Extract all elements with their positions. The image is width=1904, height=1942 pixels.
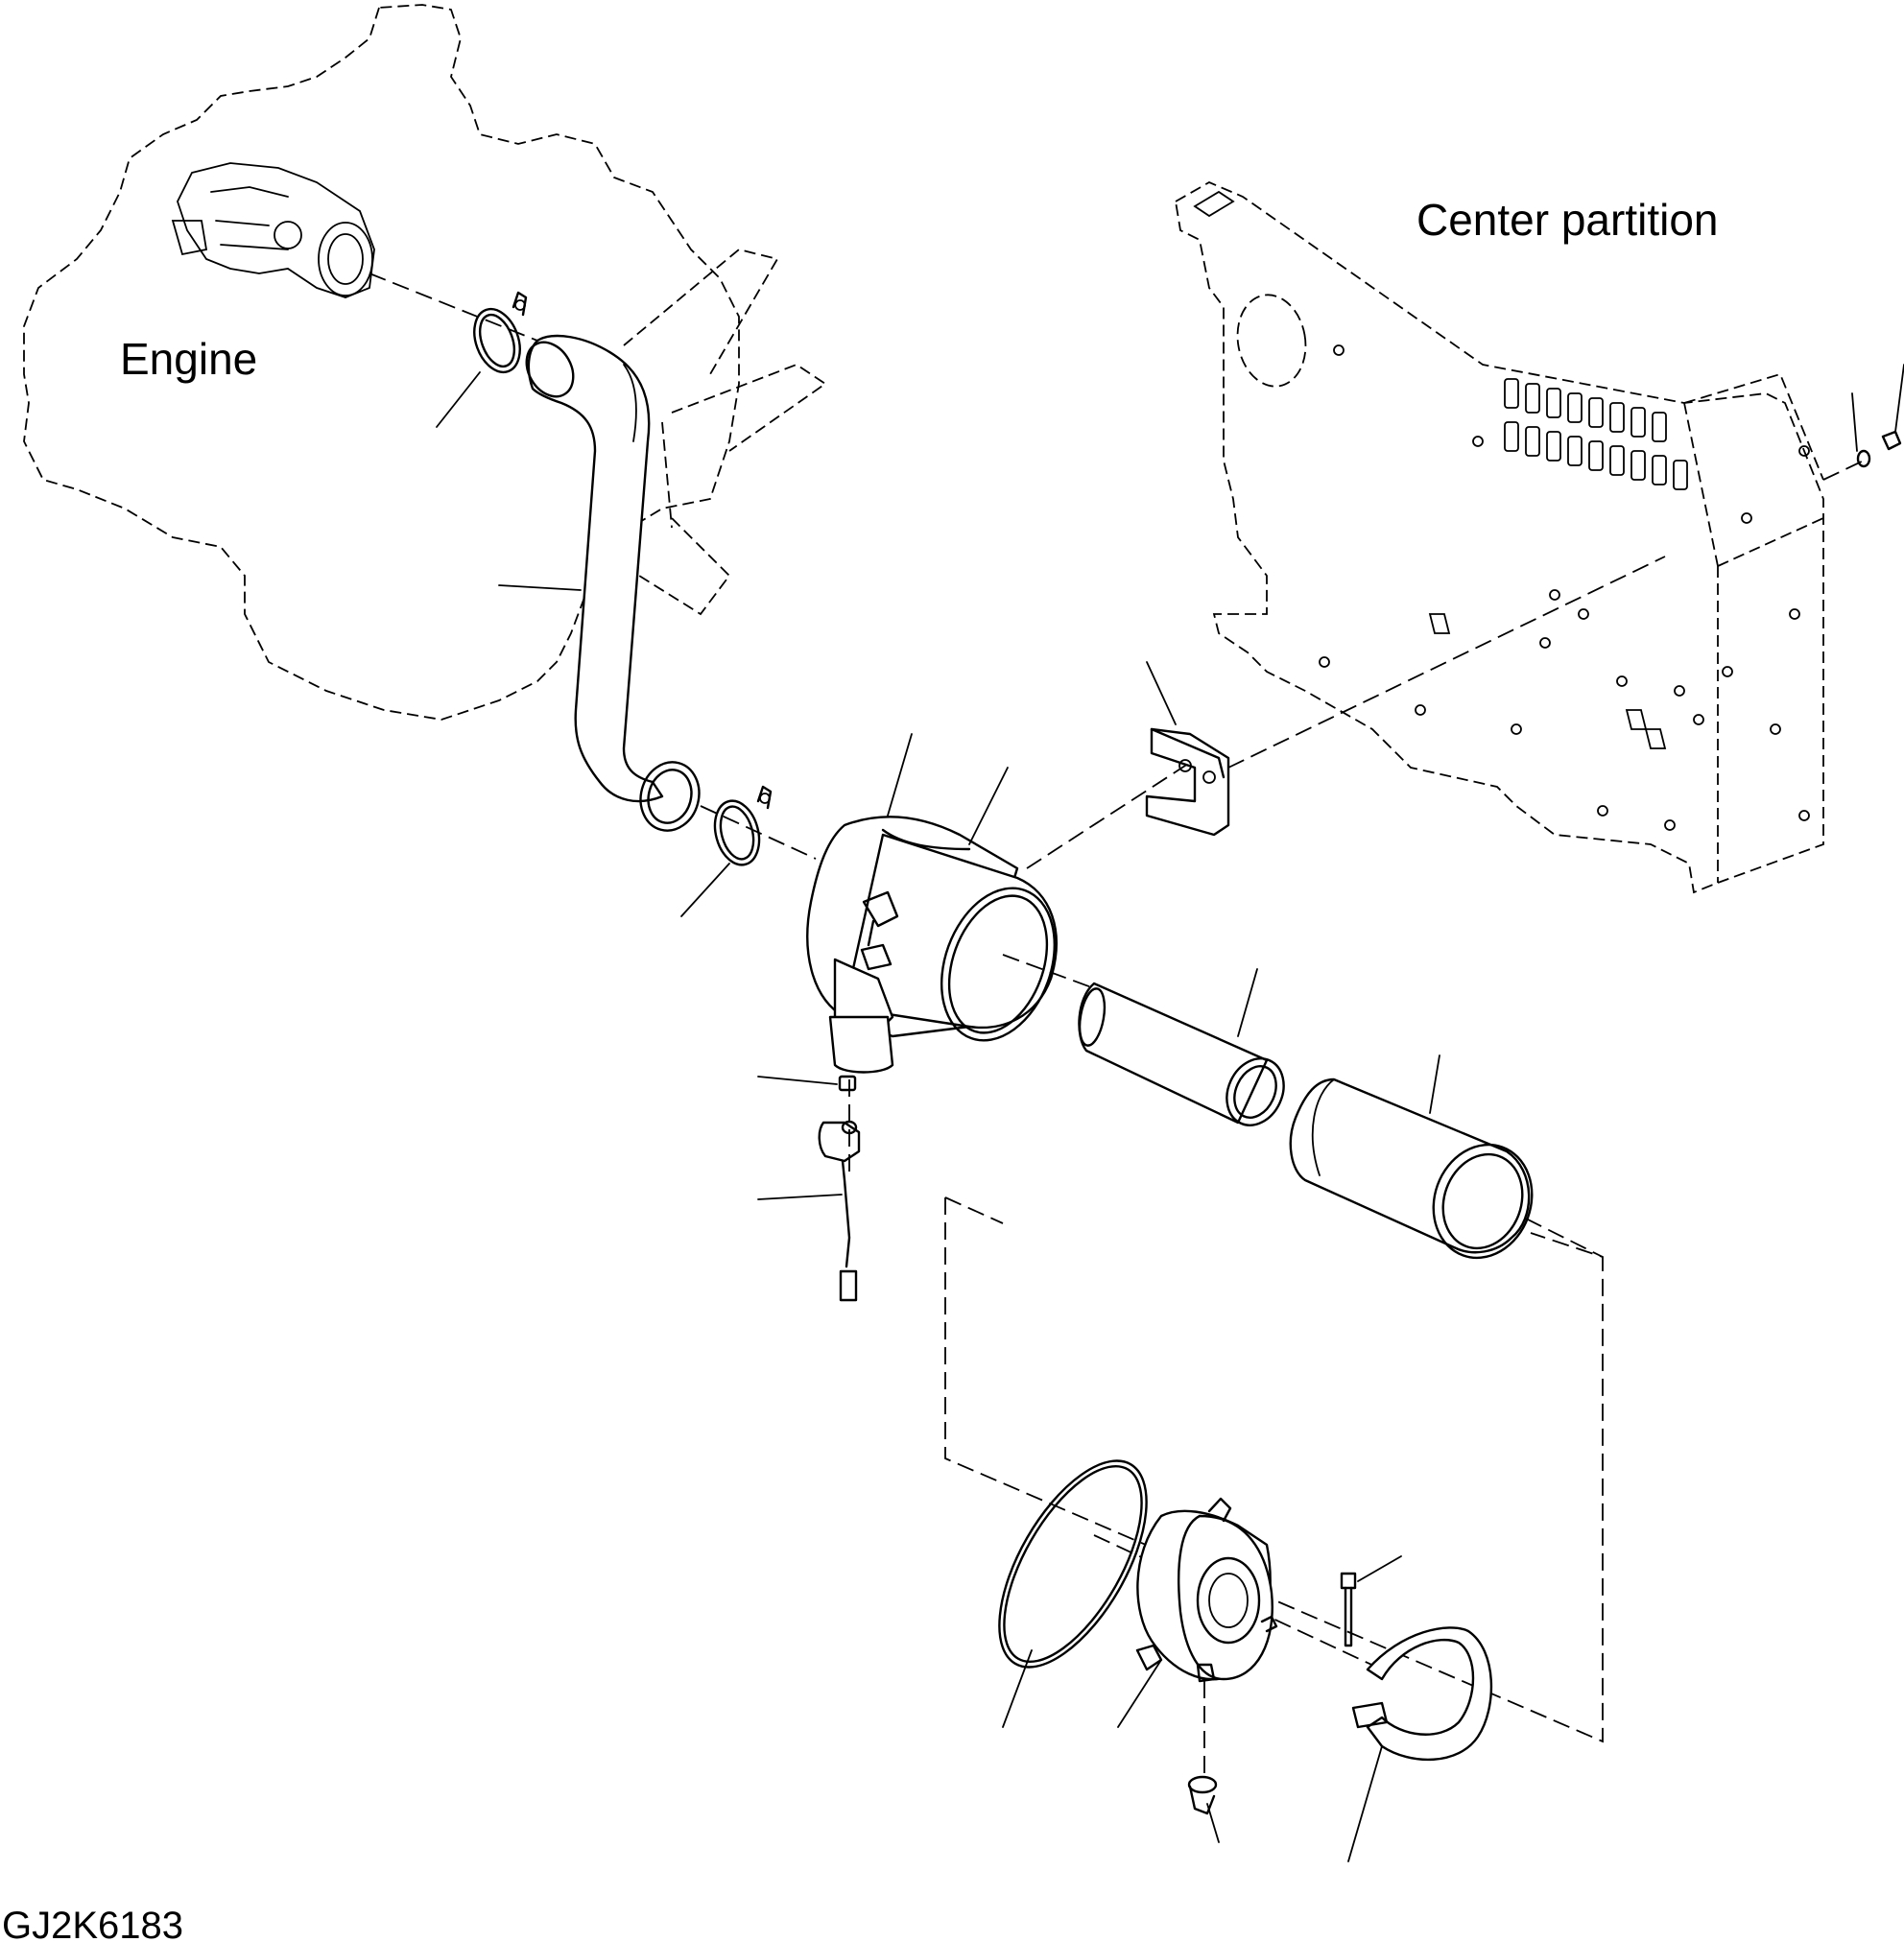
axis-line-bracket bbox=[1026, 752, 1205, 869]
axis-line-element bbox=[1002, 954, 1095, 989]
safety-element bbox=[1078, 968, 1285, 1126]
vacuator-valve bbox=[1187, 1681, 1220, 1843]
assembly-enclosure bbox=[944, 1196, 1604, 1743]
mounting-bracket bbox=[1145, 661, 1230, 837]
air-cleaner-body bbox=[806, 733, 1058, 1074]
cleaner-cover bbox=[1117, 1497, 1278, 1728]
hose-clamp-upper bbox=[436, 291, 528, 428]
gasket-ring bbox=[998, 1459, 1148, 1728]
outer-element bbox=[1289, 1054, 1604, 1260]
intake-hose bbox=[498, 334, 701, 832]
mounting-band bbox=[1347, 1626, 1493, 1862]
engine-label: Engine bbox=[120, 334, 257, 384]
center-partition bbox=[1175, 180, 1824, 894]
dust-indicator-sensor bbox=[757, 1075, 861, 1302]
bolt-and-washer bbox=[1822, 364, 1904, 481]
engine-outline bbox=[23, 4, 827, 721]
axis-line-partition bbox=[1227, 556, 1666, 769]
band-bolt bbox=[1340, 1555, 1402, 1647]
axis-line-turbo bbox=[369, 272, 538, 342]
axis-line-hose bbox=[700, 805, 817, 860]
hose-clamp-lower bbox=[680, 785, 773, 917]
drawing-code: GJ2K6183 bbox=[2, 1905, 183, 1942]
center-partition-label: Center partition bbox=[1416, 195, 1719, 245]
